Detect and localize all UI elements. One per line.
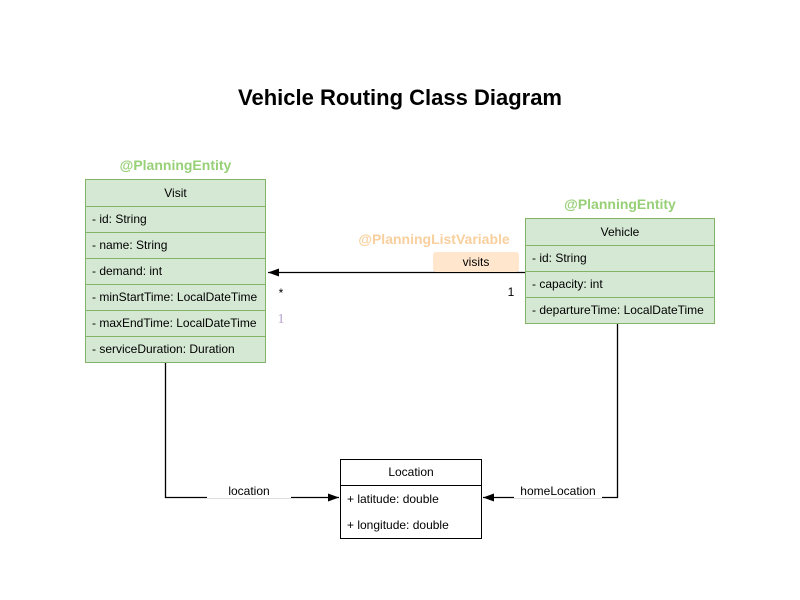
class-location: Location + latitude: double + longitude:… <box>340 459 482 539</box>
planning-list-variable-annotation: @PlanningListVariable <box>358 231 510 247</box>
visits-edge-label: visits <box>433 252 519 272</box>
location-edge-label: location <box>207 484 291 498</box>
vehicle-planning-entity-annotation: @PlanningEntity <box>564 196 676 212</box>
class-vehicle-name: Vehicle <box>600 225 640 239</box>
visit-planning-entity-annotation: @PlanningEntity <box>119 157 232 173</box>
class-visit-attribute: - id: String <box>86 206 265 232</box>
class-vehicle: Vehicle - id: String - capacity: int - d… <box>525 218 715 324</box>
class-vehicle-attribute: - capacity: int <box>526 271 714 297</box>
class-visit-attribute: - minStartTime: LocalDateTime <box>86 284 265 310</box>
class-location-name: Location <box>388 465 434 479</box>
visits-index-label: 1 <box>277 312 285 327</box>
home-location-edge-label: homeLocation <box>514 484 602 498</box>
visits-target-multiplicity: * <box>278 286 284 300</box>
class-location-attribute: + longitude: double <box>347 518 449 532</box>
class-visit-attribute: - serviceDuration: Duration <box>86 336 265 362</box>
diagram-title: Vehicle Routing Class Diagram <box>238 85 562 110</box>
class-vehicle-attribute: - id: String <box>526 245 714 271</box>
class-vehicle-attribute: - departureTime: LocalDateTime <box>526 297 714 323</box>
location-edge <box>164 362 339 502</box>
class-location-attribute: + latitude: double <box>347 492 439 506</box>
class-visit-attribute: - demand: int <box>86 258 265 284</box>
home-location-edge <box>483 322 619 502</box>
class-visit-attribute: - name: String <box>86 232 265 258</box>
class-visit: Visit - id: String - name: String - dema… <box>85 179 266 363</box>
class-visit-attribute: - maxEndTime: LocalDateTime <box>86 310 265 336</box>
class-visit-name: Visit <box>164 186 187 200</box>
visits-source-multiplicity: 1 <box>507 285 515 299</box>
